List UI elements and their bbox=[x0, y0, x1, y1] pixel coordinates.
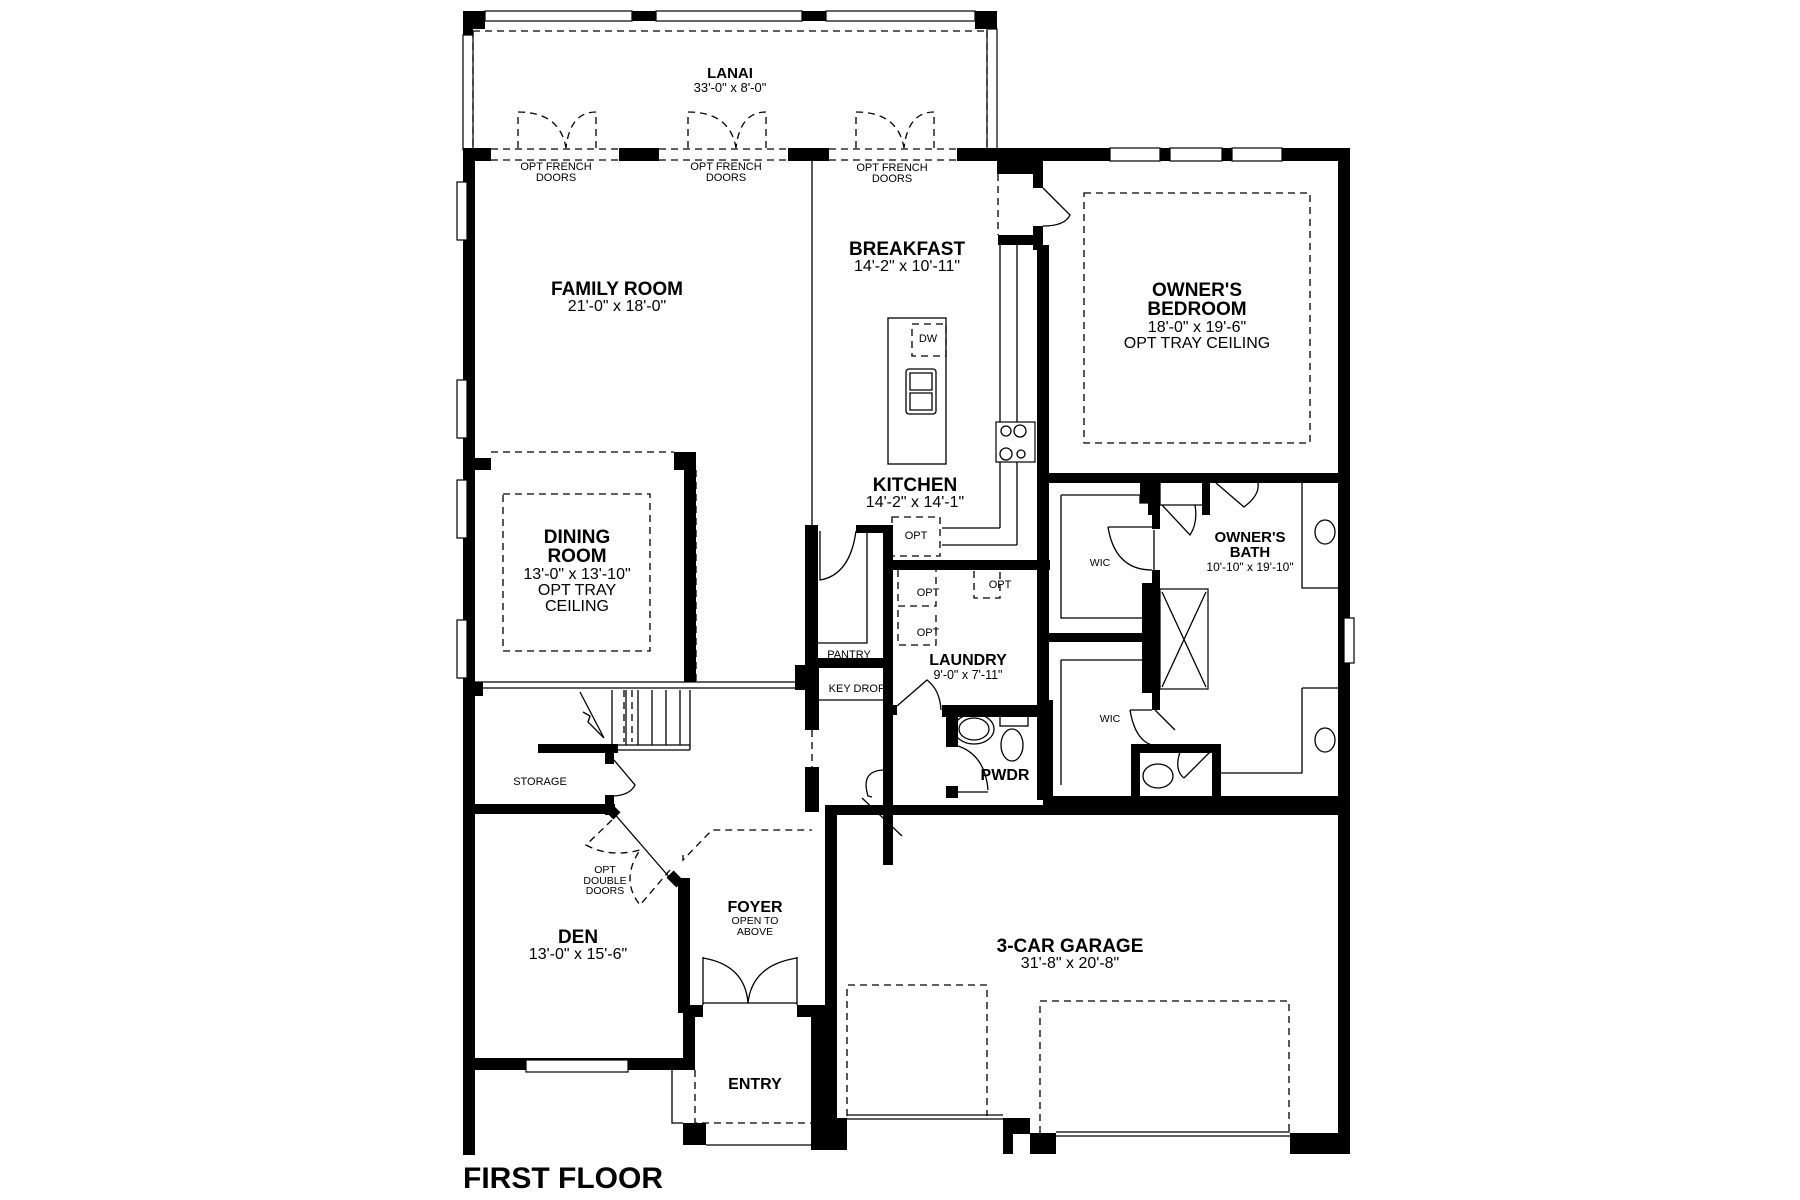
laundry-name: LAUNDRY bbox=[929, 652, 1007, 669]
owners-bedroom-dim: 18'-0" x 19'-6" bbox=[1147, 318, 1247, 336]
opt-laundry-2-text: OPT bbox=[916, 627, 940, 639]
opt-kitchen-label: OPT bbox=[904, 530, 928, 542]
french-doors-label-2: OPT FRENCH DOORS bbox=[690, 161, 762, 185]
dining-room-note-1: OPT TRAY bbox=[537, 582, 617, 600]
room-label-laundry: LAUNDRY 9'-0" x 7'-11" bbox=[929, 652, 1007, 683]
key-drop-name: KEY DROP bbox=[828, 683, 886, 695]
foyer-name: FOYER bbox=[727, 899, 783, 916]
exterior-walls bbox=[456, 111, 1355, 1155]
laundry-dim: 9'-0" x 7'-11" bbox=[933, 668, 1003, 683]
dining-room-dim: 13'-0" x 13'-10" bbox=[523, 565, 631, 583]
room-label-key-drop: KEY DROP bbox=[828, 683, 886, 695]
double-doors-label: OPT DOUBLE DOORS bbox=[583, 865, 626, 897]
kitchen-name: KITCHEN bbox=[872, 475, 958, 496]
foyer-note-2: ABOVE bbox=[736, 926, 774, 939]
room-label-owners-bedroom: OWNER'S BEDROOM 18'-0" x 19'-6" OPT TRAY… bbox=[1124, 281, 1270, 352]
dining-room-name-1: DINING bbox=[543, 527, 611, 548]
room-label-entry: ENTRY bbox=[728, 1076, 782, 1093]
room-label-wic-upper: WIC bbox=[1090, 558, 1110, 569]
double-doors-line2: DOUBLE bbox=[583, 874, 627, 887]
french-doors-3-line2: DOORS bbox=[871, 173, 913, 186]
room-label-storage: STORAGE bbox=[513, 776, 567, 788]
wic-lower-name: WIC bbox=[1099, 713, 1121, 725]
entry-name: ENTRY bbox=[728, 1076, 782, 1093]
pantry-name: PANTRY bbox=[827, 649, 871, 661]
family-room-dim: 21'-0" x 18'-0" bbox=[567, 298, 667, 316]
dw-text: DW bbox=[918, 333, 938, 345]
storage-name: STORAGE bbox=[513, 776, 567, 788]
room-label-den: DEN 13'-0" x 15'-6" bbox=[529, 928, 627, 964]
opt-laundry-label-1: OPT bbox=[916, 587, 940, 599]
interior-walls bbox=[463, 161, 1350, 1013]
room-label-garage: 3-CAR GARAGE 31'-8" x 20'-8" bbox=[997, 937, 1144, 973]
french-doors-1-line1: OPT FRENCH bbox=[520, 161, 592, 173]
french-doors-label-3: OPT FRENCH DOORS bbox=[856, 162, 928, 186]
room-label-family-room: FAMILY ROOM 21'-0" x 18'-0" bbox=[551, 280, 683, 316]
garage-name: 3-CAR GARAGE bbox=[996, 936, 1144, 957]
den-dim: 13'-0" x 15'-6" bbox=[528, 946, 628, 964]
den-name: DEN bbox=[557, 927, 599, 948]
owners-bedroom-name-1: OWNER'S bbox=[1151, 280, 1243, 301]
owners-bedroom-name-2: BEDROOM bbox=[1147, 299, 1247, 321]
floor-title: FIRST FLOOR bbox=[463, 1162, 663, 1195]
room-label-dining-room: DINING ROOM 13'-0" x 13'-10" OPT TRAY CE… bbox=[523, 528, 630, 616]
opt-laundry-label-2: OPT bbox=[916, 627, 940, 639]
room-label-kitchen: KITCHEN 14'-2" x 14'-1" bbox=[866, 476, 964, 512]
french-doors-1-line2: DOORS bbox=[535, 172, 577, 185]
room-label-owners-bath: OWNER'S BATH 10'-10" x 19'-10" bbox=[1206, 530, 1293, 573]
owners-bath-name-1: OWNER'S bbox=[1214, 529, 1286, 546]
pwdr-name: PWDR bbox=[980, 767, 1030, 784]
opt-laundry-sink-text: OPT bbox=[988, 579, 1012, 591]
family-room-name: FAMILY ROOM bbox=[551, 279, 683, 300]
breakfast-dim: 14'-2" x 10'-11" bbox=[853, 258, 961, 276]
dining-room-note-2: CEILING bbox=[544, 598, 609, 616]
dw-label: DW bbox=[918, 333, 938, 345]
opt-kitchen-text: OPT bbox=[904, 530, 928, 542]
french-doors-2-line2: DOORS bbox=[705, 172, 747, 185]
room-label-wic-lower: WIC bbox=[1100, 714, 1120, 725]
double-doors-line3: DOORS bbox=[585, 885, 625, 898]
garage-dim: 31'-8" x 20'-8" bbox=[1020, 955, 1120, 973]
french-doors-2-line1: OPT FRENCH bbox=[690, 161, 762, 173]
double-doors-line1: OPT bbox=[594, 864, 616, 876]
wic-upper-name: WIC bbox=[1089, 557, 1111, 569]
owners-bedroom-note: OPT TRAY CEILING bbox=[1123, 335, 1271, 353]
room-label-breakfast: BREAKFAST 14'-2" x 10'-11" bbox=[849, 240, 965, 276]
french-doors-3-line1: OPT FRENCH bbox=[856, 162, 928, 174]
opt-laundry-sink-label: OPT bbox=[988, 579, 1012, 591]
lanai-name: LANAI bbox=[707, 65, 753, 82]
opt-laundry-1-text: OPT bbox=[916, 587, 940, 599]
foyer-note-1: OPEN TO bbox=[731, 915, 779, 928]
breakfast-name: BREAKFAST bbox=[848, 239, 966, 260]
room-label-pantry: PANTRY bbox=[827, 649, 871, 661]
dining-room-name-2: ROOM bbox=[547, 546, 607, 568]
owners-bath-name-2: BATH bbox=[1229, 544, 1271, 562]
room-label-foyer: FOYER OPEN TO ABOVE bbox=[727, 899, 783, 939]
room-label-pwdr: PWDR bbox=[980, 767, 1030, 784]
french-doors-label-1: OPT FRENCH DOORS bbox=[520, 161, 592, 185]
kitchen-dim: 14'-2" x 14'-1" bbox=[865, 494, 965, 512]
lanai-dim: 33'-0" x 8'-0" bbox=[693, 80, 767, 96]
owners-bath-dim: 10'-10" x 19'-10" bbox=[1206, 559, 1294, 574]
room-label-lanai: LANAI 33'-0" x 8'-0" bbox=[694, 66, 767, 95]
